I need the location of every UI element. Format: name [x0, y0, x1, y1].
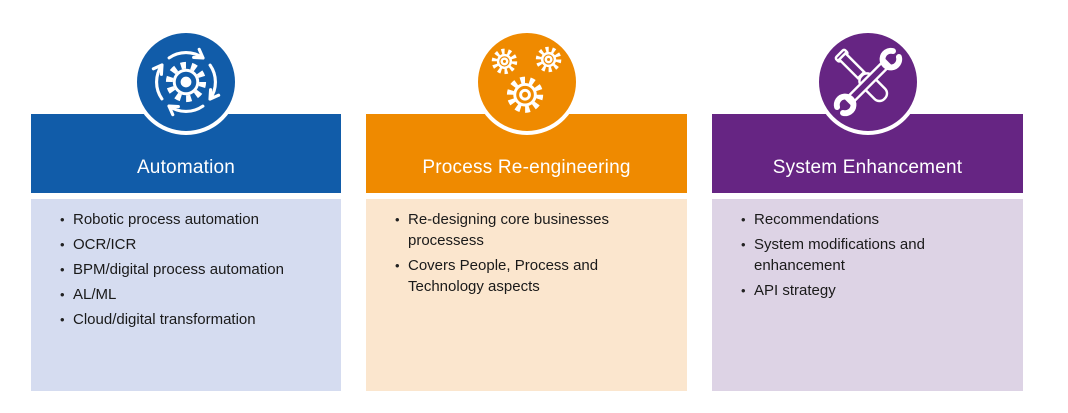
- card-automation: Automation Robotic process automation OC…: [31, 29, 341, 391]
- list-item: System modifications and enhancement: [740, 234, 973, 276]
- process-bullet-list: Re-designing core businesses processess …: [394, 209, 637, 297]
- wrench-screwdriver-icon: [814, 29, 921, 135]
- list-item: Re-designing core businesses processess: [394, 209, 637, 251]
- automation-body: Robotic process automation OCR/ICR BPM/d…: [31, 199, 341, 391]
- gear-cycle-icon-svg: [151, 47, 221, 117]
- list-item: Covers People, Process and Technology as…: [394, 255, 637, 297]
- three-gears-icon-svg: [491, 46, 561, 113]
- automation-bullet-list: Robotic process automation OCR/ICR BPM/d…: [59, 209, 291, 330]
- list-item: API strategy: [740, 280, 973, 301]
- process-title: Process Re-engineering: [422, 157, 631, 178]
- system-header: System Enhancement: [712, 114, 1023, 193]
- list-item: Robotic process automation: [59, 209, 291, 230]
- list-item: Cloud/digital transformation: [59, 309, 291, 330]
- system-bullet-list: Recommendations System modifications and…: [740, 209, 973, 301]
- list-item: AL/ML: [59, 284, 291, 305]
- three-gears-icon: [473, 29, 580, 135]
- wrench-screwdriver-icon-svg: [833, 47, 902, 117]
- gear-cycle-icon: [133, 29, 239, 135]
- system-title: System Enhancement: [772, 157, 963, 178]
- card-process-reengineering: Process Re-engineering Re-designing core…: [366, 29, 687, 391]
- system-body: Recommendations System modifications and…: [712, 199, 1023, 391]
- card-system-enhancement: System Enhancement Recommendations Syste…: [712, 29, 1023, 391]
- list-item: OCR/ICR: [59, 234, 291, 255]
- process-header: Process Re-engineering: [366, 114, 687, 193]
- cards-row: Automation Robotic process automation OC…: [31, 29, 1023, 391]
- automation-title: Automation: [136, 157, 236, 178]
- list-item: Recommendations: [740, 209, 973, 230]
- list-item: BPM/digital process automation: [59, 259, 291, 280]
- process-body: Re-designing core businesses processess …: [366, 199, 687, 391]
